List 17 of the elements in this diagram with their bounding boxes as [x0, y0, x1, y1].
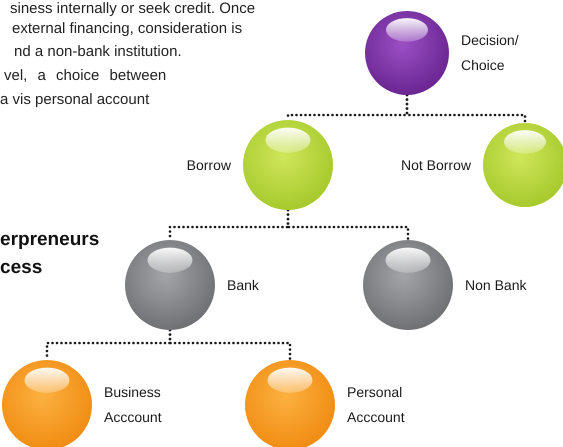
node-label: Business Acccount — [104, 383, 163, 427]
node-label: Borrow — [186, 156, 231, 174]
paragraph-text: vel, a choice between — [4, 67, 166, 86]
paragraph-text: nd a non-bank institution. — [14, 43, 182, 62]
dotted-connector — [286, 208, 410, 242]
node-label: Not Borrow — [400, 156, 471, 174]
heading-text: erpreneurs — [0, 228, 100, 252]
paragraph-text: external financing, consideration is — [12, 20, 242, 39]
node-label: Decision/ Choice — [461, 31, 519, 75]
dotted-connector — [406, 94, 526, 124]
dotted-connector — [168, 328, 292, 362]
heading-text: cess — [0, 256, 42, 280]
node-label: Non Bank — [465, 276, 528, 294]
node-label: Bank — [227, 276, 260, 294]
paragraph-text: siness internally or seek credit. Once — [10, 0, 256, 19]
paragraph-text: a vis personal account — [0, 91, 150, 110]
node-label: Personal Acccount — [347, 383, 406, 427]
